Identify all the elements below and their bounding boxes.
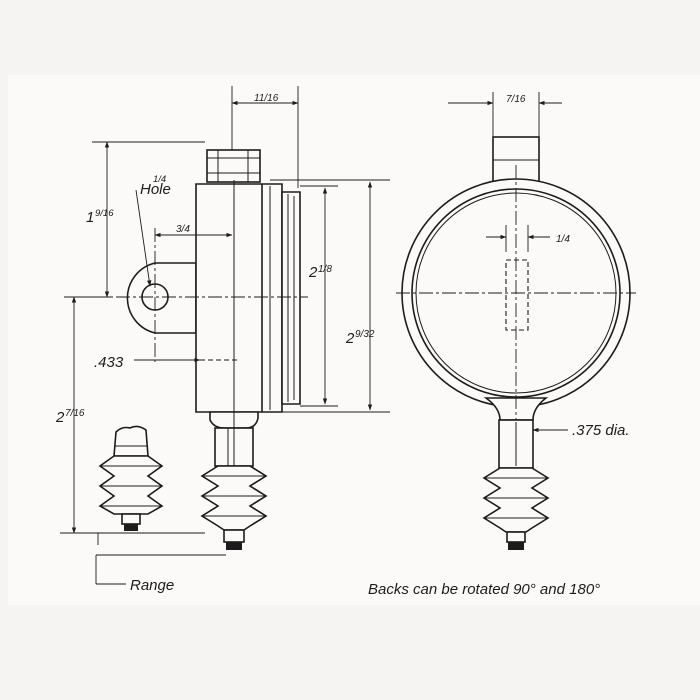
dim-hole-offset: 3/4 bbox=[176, 224, 190, 235]
dim-bezel-dia-whole: 2 bbox=[308, 264, 318, 281]
dim-case-height-frac: 9/32 bbox=[355, 329, 375, 340]
dim-stem-dia: .375 dia. bbox=[572, 422, 630, 439]
dim-case-height-whole: 2 bbox=[345, 330, 355, 347]
dim-lug-offset: .433 bbox=[94, 354, 124, 371]
dim-hole-height-whole: 1 bbox=[86, 209, 94, 226]
stem bbox=[214, 180, 254, 468]
dim-nut-width: 7/16 bbox=[506, 94, 526, 105]
dim-lower-whole: 2 bbox=[55, 409, 65, 426]
top-nut bbox=[206, 149, 261, 183]
dim-stem-width: 11/16 bbox=[254, 93, 279, 104]
gauge-case bbox=[195, 183, 301, 429]
mounting-lug bbox=[126, 262, 197, 334]
dim-bezel-dia-frac: 1/8 bbox=[318, 264, 332, 275]
dim-lower-frac: 7/16 bbox=[65, 408, 85, 419]
boot-bellows bbox=[200, 465, 268, 550]
dim-slot: 1/4 bbox=[556, 234, 570, 245]
small-bellows-detail bbox=[98, 425, 164, 531]
rotation-note: Backs can be rotated 90° and 180° bbox=[368, 581, 600, 598]
rotation-slot bbox=[505, 259, 529, 331]
hole-size-label: 1/4 bbox=[153, 174, 166, 185]
dim-hole-height-frac: 9/16 bbox=[95, 208, 114, 219]
range-label: Range bbox=[130, 577, 174, 594]
dimension-labels: 1/4 Hole 1 9/16 3/4 11/16 2 1/8 2 9/32 .… bbox=[55, 93, 630, 598]
front-view bbox=[396, 92, 636, 550]
hole-label: Hole bbox=[140, 181, 171, 198]
side-view bbox=[60, 86, 390, 585]
